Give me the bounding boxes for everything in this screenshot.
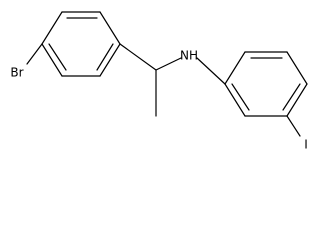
c-i-bond <box>286 115 301 137</box>
ring2-bond-6 <box>224 83 246 117</box>
ring2-inner-bond-3 <box>231 83 250 111</box>
ring1-bond-5 <box>41 43 63 77</box>
ring1-bond-2 <box>99 11 121 45</box>
amine-label: NH <box>180 49 198 63</box>
bromine-label: Br <box>10 66 23 80</box>
molecule-drawing: Br NH I <box>10 11 308 152</box>
ring2-bond-4 <box>286 83 308 117</box>
ring2-bond-3 <box>286 51 308 85</box>
bromophenyl-ring <box>41 11 121 77</box>
structure-diagram: Br NH I <box>10 11 308 152</box>
ring1-bond-6 <box>41 11 63 45</box>
iodine-label: I <box>304 138 308 152</box>
chiral-carbon-nitrogen-bond <box>155 57 182 71</box>
ring1-inner-bond-2 <box>96 43 114 71</box>
ring1-inner-bond-3 <box>48 43 67 71</box>
nitrogen-ring-bond <box>196 57 226 85</box>
iodophenyl-ring <box>224 51 308 117</box>
c-br-bond <box>26 43 43 65</box>
ring2-inner-bond-2 <box>282 83 301 111</box>
ring2-bond-1 <box>224 51 246 85</box>
ring1-bond-3 <box>99 43 121 77</box>
ring-to-chiral-carbon-bond <box>119 43 157 71</box>
